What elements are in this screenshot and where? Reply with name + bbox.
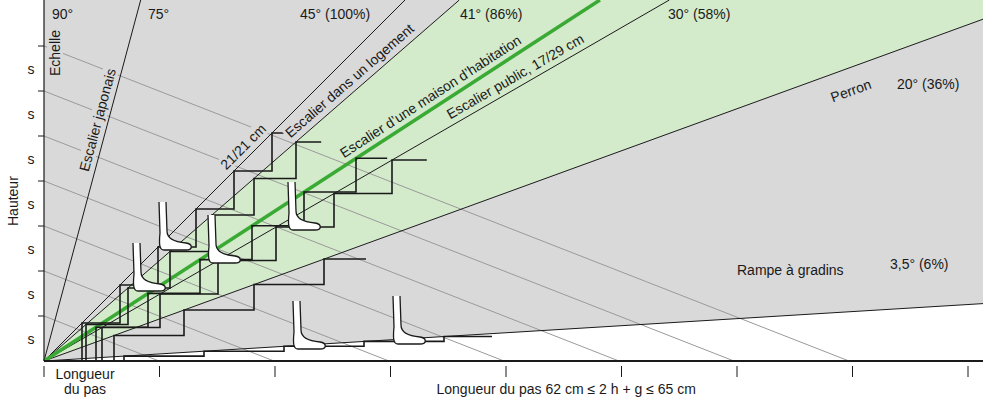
- height-axis: [43, 0, 44, 361]
- angle-label: 3,5° (6%): [888, 256, 951, 272]
- angle-label: 20° (36%): [895, 76, 961, 92]
- axis-tick: [852, 366, 853, 377]
- comfort-sector: [44, 0, 983, 361]
- axis-tick: [38, 46, 44, 47]
- axis-tick: [275, 366, 276, 377]
- axis-tick: [44, 366, 45, 377]
- tick-label: s: [26, 151, 37, 167]
- base-line: [44, 360, 983, 362]
- axis-tick: [38, 91, 44, 92]
- axis-ticks: [38, 46, 968, 377]
- tick-label: s: [26, 196, 37, 212]
- axis-tick: [38, 181, 44, 182]
- angle-label: 90°: [50, 6, 75, 22]
- axis-tick: [390, 366, 391, 377]
- feet: [133, 182, 425, 349]
- axis-tick: [968, 366, 969, 377]
- axis-tick: [38, 316, 44, 317]
- angle-line: [44, 0, 459, 361]
- axis-tick: [38, 136, 44, 137]
- foot: [208, 215, 240, 263]
- angle-line: [44, 19, 983, 361]
- foot: [393, 296, 425, 344]
- stair-type-label: Rampe à gradins: [735, 262, 846, 278]
- axis-label: Hauteur: [5, 174, 21, 228]
- angle-label: 30° (58%): [666, 6, 732, 22]
- axis-tick: [506, 366, 507, 377]
- tick-label: s: [26, 106, 37, 122]
- axis-tick: [38, 226, 44, 227]
- foot: [159, 202, 191, 250]
- angle-lines: [44, 0, 983, 361]
- axis-label: Longueur du pas: [48, 367, 122, 397]
- staircase: [44, 142, 321, 361]
- staircase: [44, 259, 366, 361]
- stair-type-label: Echelle: [47, 28, 63, 78]
- axis-tick: [159, 366, 160, 377]
- staircases: [44, 133, 492, 361]
- staircase: [44, 160, 427, 361]
- axis-tick: [621, 366, 622, 377]
- tick-label: s: [26, 286, 37, 302]
- angle-label: 45° (100%): [298, 6, 372, 22]
- stair-type-label: Escalier japonais: [75, 65, 119, 175]
- tick-label: s: [26, 331, 37, 347]
- flat-sector: [44, 19, 983, 361]
- axis-tick: [38, 271, 44, 272]
- angle-label: 75°: [146, 6, 171, 22]
- foot: [288, 182, 320, 230]
- stair-type-label: Perron: [827, 75, 876, 106]
- axis-tick: [737, 366, 738, 377]
- dimension-label: 21/21 cm: [216, 119, 271, 174]
- angle-line: [44, 0, 405, 361]
- foot: [133, 243, 165, 291]
- axis-label: Longueur du pas 62 cm ≤ 2 h + g ≤ 65 cm: [435, 381, 698, 397]
- angle-line: [44, 0, 669, 361]
- foot: [293, 301, 325, 349]
- staircase: [44, 158, 387, 361]
- tick-label: s: [26, 241, 37, 257]
- house-stair-line: [44, 0, 600, 361]
- angle-label: 41° (86%): [458, 6, 524, 22]
- tick-label: s: [26, 61, 37, 77]
- step-length-line: [44, 181, 504, 361]
- step-length-line: [44, 136, 619, 361]
- angle-line: [44, 304, 983, 361]
